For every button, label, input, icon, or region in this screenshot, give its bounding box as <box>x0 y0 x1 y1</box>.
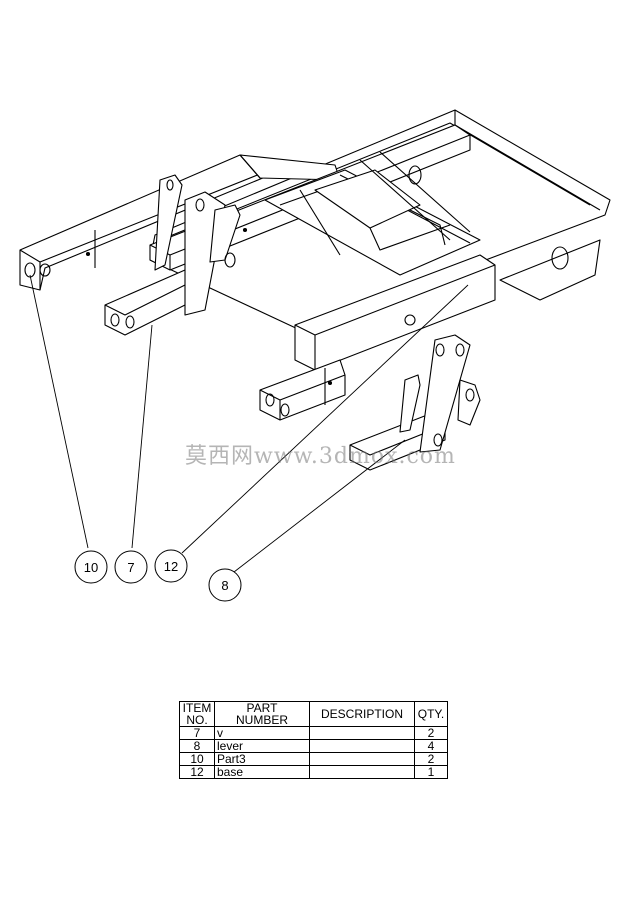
front-arm-stub <box>259 359 346 421</box>
header-part-line1: PART <box>246 701 278 715</box>
right-bin <box>408 165 601 301</box>
table-row: 7 v 2 <box>179 726 448 740</box>
row-item: 7 <box>179 726 215 740</box>
front-lower-beam <box>294 254 496 371</box>
assembly-drawing: 10 7 12 8 <box>19 109 611 602</box>
balloon-12-label: 12 <box>164 559 178 574</box>
header-part-number: PART NUMBER <box>214 701 310 727</box>
row-qty: 1 <box>414 765 448 779</box>
header-qty: QTY. <box>414 701 448 727</box>
inner-frame <box>264 151 481 276</box>
row-description <box>309 739 415 753</box>
row-part: lever <box>214 739 310 753</box>
balloon-10: 10 <box>74 550 108 584</box>
row-qty: 4 <box>414 739 448 753</box>
row-part: base <box>214 765 310 779</box>
balloon-12: 12 <box>154 549 188 583</box>
bom-header-row: ITEM NO. PART NUMBER DESCRIPTION QTY. <box>179 701 448 727</box>
row-part: Part3 <box>214 752 310 766</box>
row-description <box>309 765 415 779</box>
header-item-line1: ITEM <box>182 701 212 715</box>
watermark: 莫西网www.3dmox.com <box>185 444 456 469</box>
balloon-8-label: 8 <box>221 578 228 593</box>
table-row: 8 lever 4 <box>179 739 448 753</box>
header-part-line2: NUMBER <box>235 713 288 727</box>
header-item-line2: NO. <box>186 713 208 727</box>
header-item-no: ITEM NO. <box>179 701 215 727</box>
row-qty: 2 <box>414 752 448 766</box>
row-item: 12 <box>179 765 215 779</box>
row-item: 8 <box>179 739 215 753</box>
row-description <box>309 726 415 740</box>
balloon-7-label: 7 <box>127 560 134 575</box>
row-item: 10 <box>179 752 215 766</box>
balloon-8: 8 <box>208 568 242 602</box>
balloon-10-label: 10 <box>84 560 98 575</box>
row-description <box>309 752 415 766</box>
header-description: DESCRIPTION <box>309 701 415 727</box>
balloon-7: 7 <box>114 550 148 584</box>
leader-lines <box>29 274 469 573</box>
row-qty: 2 <box>414 726 448 740</box>
table-row: 10 Part3 2 <box>179 752 448 766</box>
table-row: 12 base 1 <box>179 765 448 779</box>
bill-of-materials-table: ITEM NO. PART NUMBER DESCRIPTION QTY. 7 … <box>179 701 448 779</box>
left-lever-plates <box>104 174 241 336</box>
row-part: v <box>214 726 310 740</box>
right-lever-plates <box>349 314 481 471</box>
